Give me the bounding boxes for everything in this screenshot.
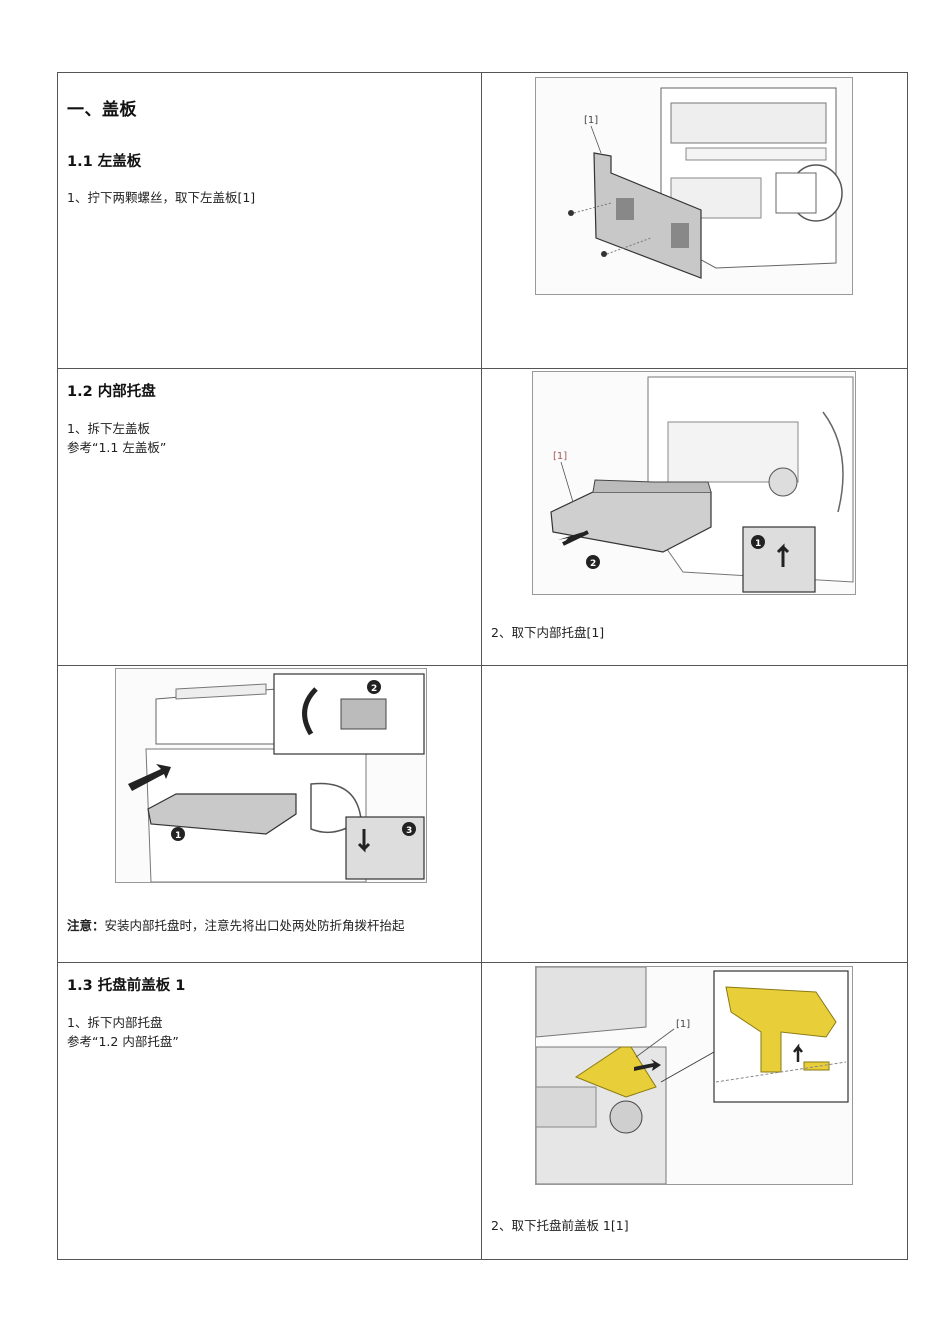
note-label: 注意： (67, 918, 105, 933)
heading-inner-tray: 1.2 内部托盘 (67, 384, 156, 400)
svg-text:[1]: [1] (584, 115, 598, 126)
note-text: 安装内部托盘时，注意先将出口处两处防折角拨杆抬起 (104, 918, 405, 933)
inner-tray-figure: [1] 2 1 (532, 371, 856, 595)
cell-inner-tray-figure: [1] 2 1 2、取下内部托盘[1] (481, 368, 908, 666)
heading-left-cover: 1.1 左盖板 (67, 154, 142, 170)
step-1: 1、拧下两颗螺丝，取下左盖板[1] (67, 190, 256, 205)
svg-text:1: 1 (755, 539, 761, 549)
printer-left-cover-illustration: [1] (536, 78, 852, 294)
left-cover-figure: [1] (535, 77, 853, 295)
step-2-caption: 2、取下内部托盘[1] (491, 625, 605, 640)
cell-tray-front-cover-figure: [1] 2、取下托盘前盖板 1[1] (481, 962, 908, 1260)
step-1: 1、拆下左盖板 (67, 421, 150, 436)
svg-text:3: 3 (406, 826, 412, 836)
section-title: 一、盖板 (67, 100, 137, 120)
tray-front-cover-figure: [1] (535, 966, 853, 1185)
cell-left-cover-text: 一、盖板 1.1 左盖板 1、拧下两颗螺丝，取下左盖板[1] (57, 72, 482, 369)
heading-tray-front-cover: 1.3 托盘前盖板 1 (67, 978, 186, 994)
step-1: 1、拆下内部托盘 (67, 1015, 163, 1030)
svg-text:2: 2 (590, 559, 596, 569)
step-reference: 参考“1.2 内部托盘” (67, 1034, 179, 1049)
cell-install-note: 1 2 3 注意：安装内部托盘时，注意先将出口处两处防折角拨杆抬起 (57, 665, 482, 963)
cell-tray-front-cover-text: 1.3 托盘前盖板 1 1、拆下内部托盘 参考“1.2 内部托盘” (57, 962, 482, 1260)
cell-empty (481, 665, 908, 963)
svg-text:2: 2 (371, 684, 377, 694)
svg-text:[1]: [1] (676, 1019, 690, 1030)
inner-tray-install-illustration: 1 2 3 (116, 669, 426, 882)
tray-front-cover-illustration: [1] (536, 967, 852, 1184)
inner-tray-install-figure: 1 2 3 (115, 668, 427, 883)
svg-text:[1]: [1] (553, 451, 567, 462)
step-reference: 参考“1.1 左盖板” (67, 440, 167, 455)
svg-text:1: 1 (175, 831, 181, 841)
cell-left-cover-figure: [1] (481, 72, 908, 369)
inner-tray-removal-illustration: [1] 2 1 (533, 372, 855, 594)
cell-inner-tray-text: 1.2 内部托盘 1、拆下左盖板 参考“1.1 左盖板” (57, 368, 482, 666)
install-note: 注意：安装内部托盘时，注意先将出口处两处防折角拨杆抬起 (67, 916, 405, 935)
step-2-caption: 2、取下托盘前盖板 1[1] (491, 1218, 629, 1233)
manual-table: 一、盖板 1.1 左盖板 1、拧下两颗螺丝，取下左盖板[1] (57, 72, 908, 1260)
